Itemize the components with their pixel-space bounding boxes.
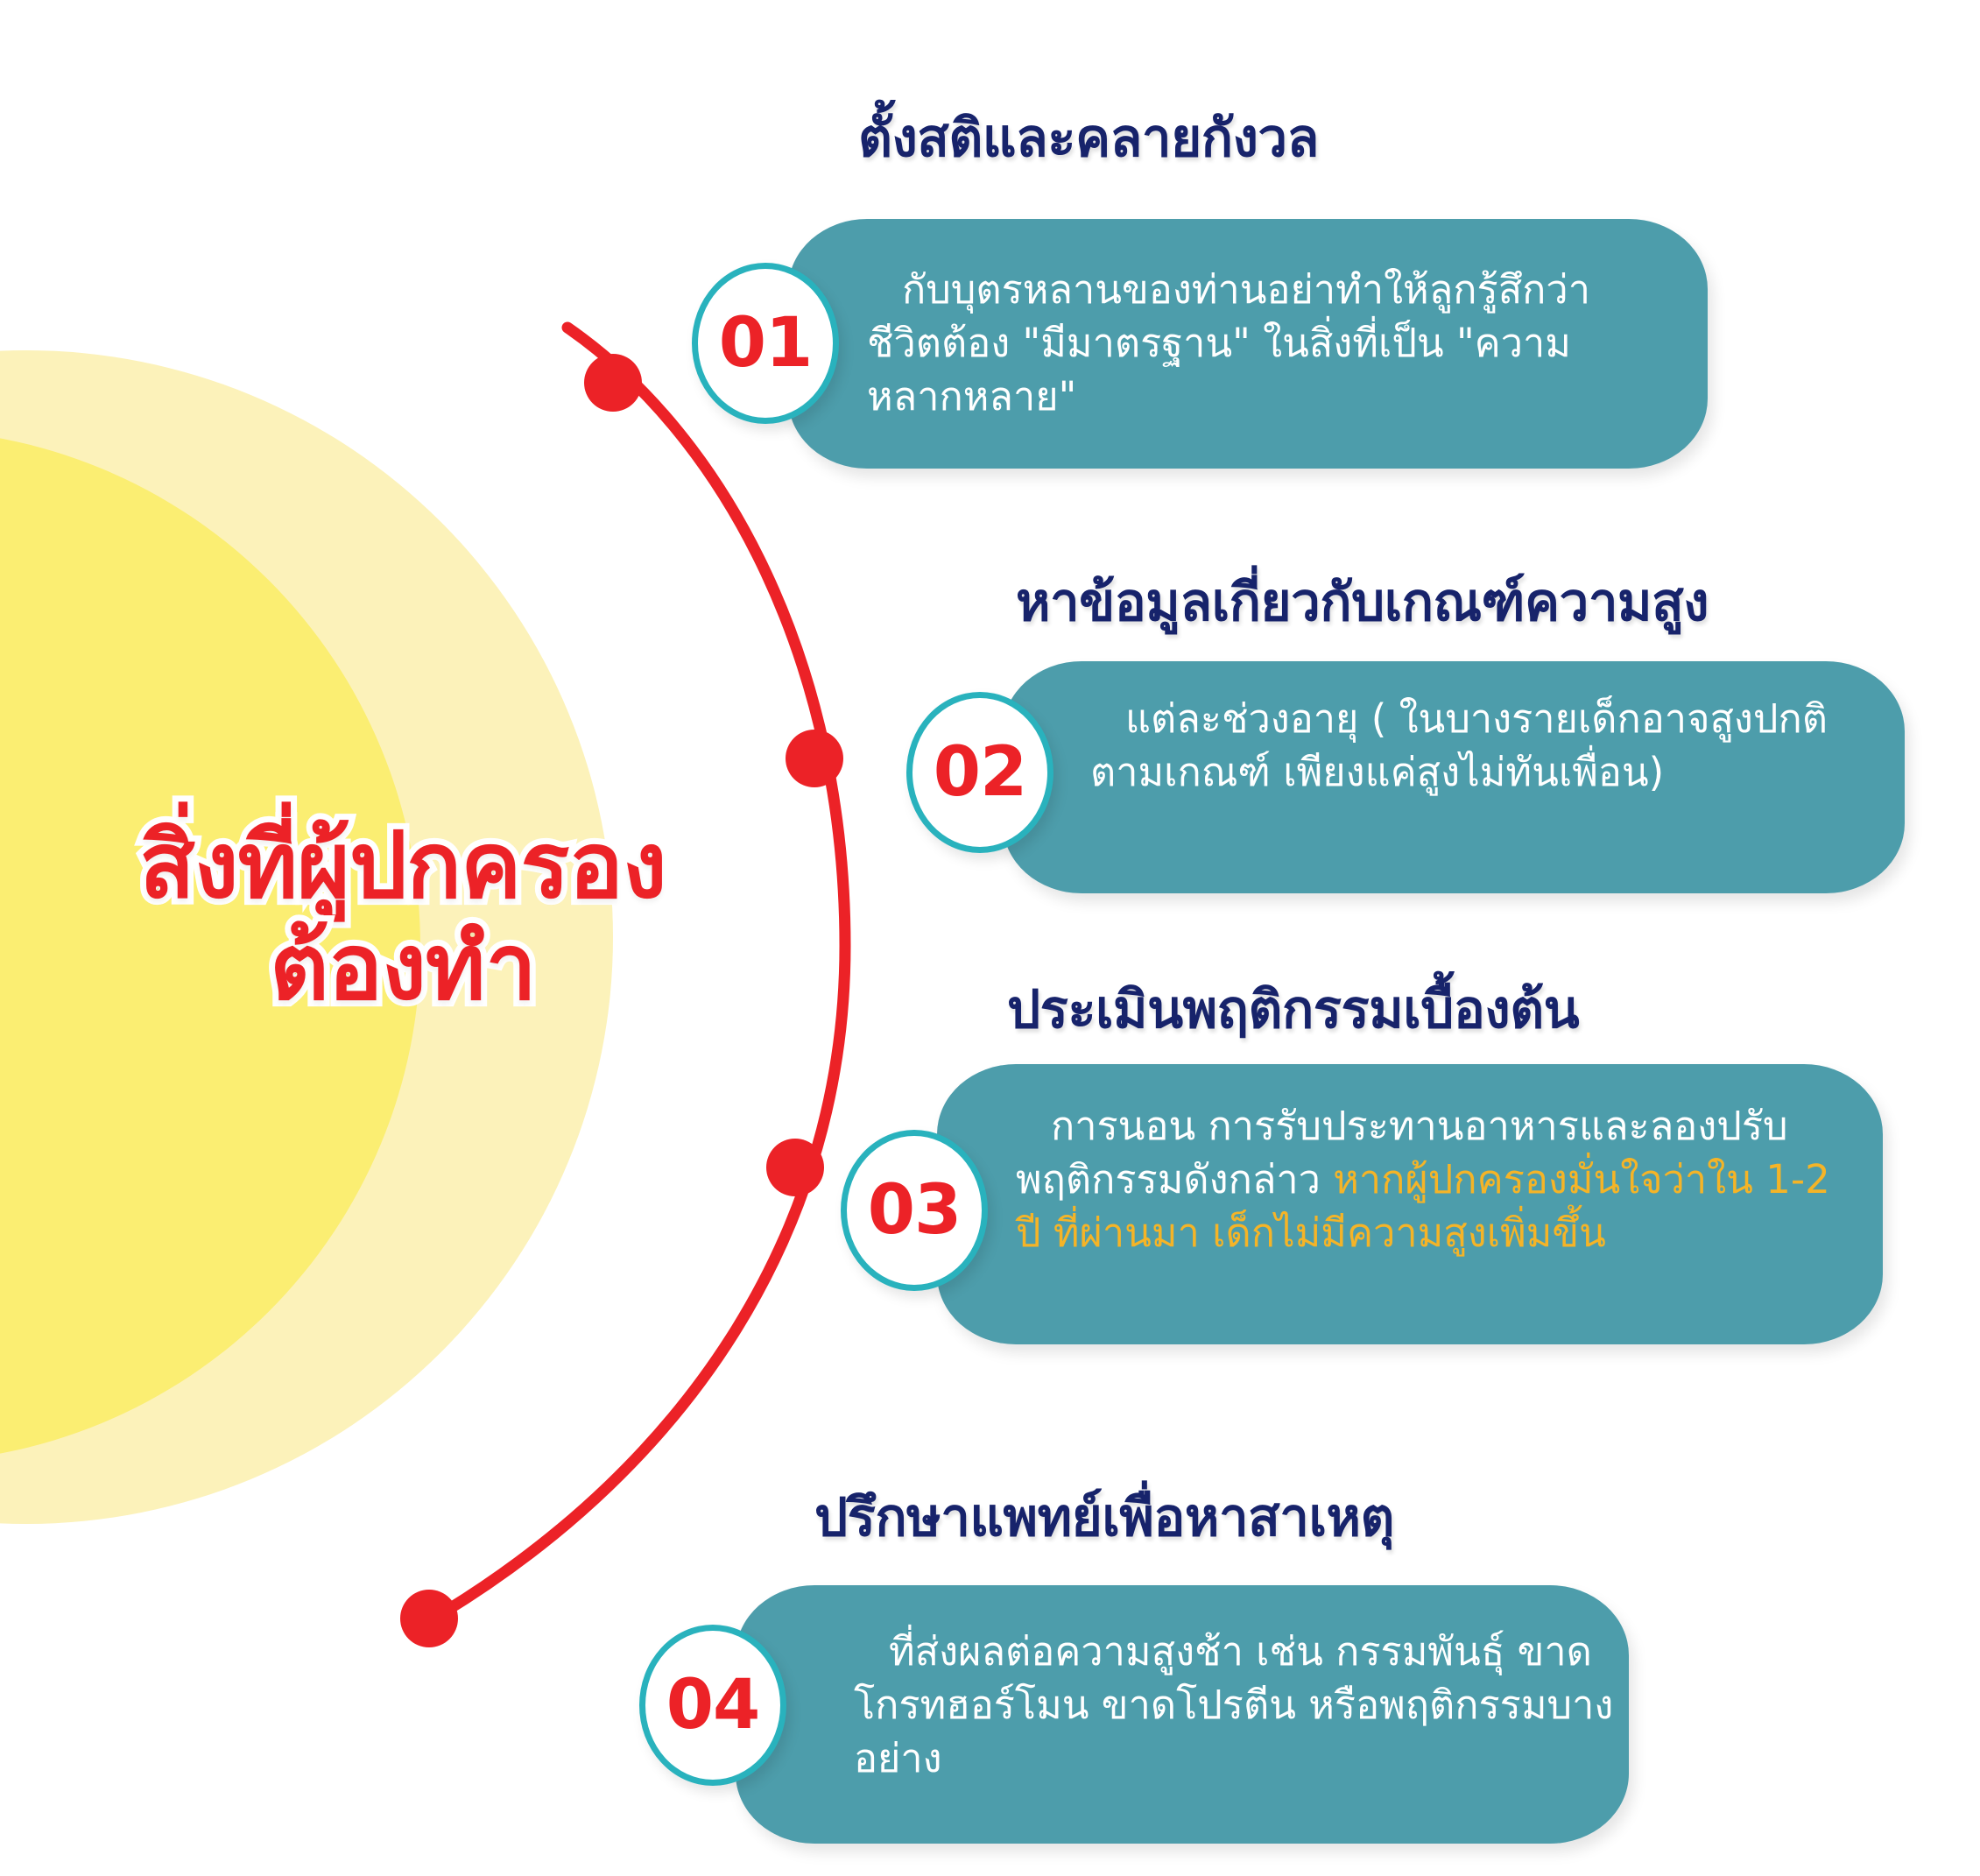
step-number-badge-04: 04 <box>639 1625 786 1786</box>
step-body-04: ที่ส่งผลต่อความสูงช้า เช่น กรรมพันธุ์ ขา… <box>854 1625 1616 1786</box>
dot-3 <box>766 1139 824 1196</box>
page-title: สิ่งที่ผู้ปกครอง ต้องทำ <box>18 808 788 1025</box>
step-card-04 <box>736 1585 1629 1844</box>
step-number-badge-01: 01 <box>692 263 839 424</box>
dot-2 <box>786 730 843 787</box>
step-body-text-04: ที่ส่งผลต่อความสูงช้า เช่น กรรมพันธุ์ ขา… <box>854 1628 1614 1782</box>
step-number-badge-03: 03 <box>841 1130 988 1291</box>
page-title-line-2: ต้องทำ <box>264 910 543 1025</box>
step-body-text-01: กับบุตรหลานของท่านอย่าทำให้ลูกรู้สึกว่าช… <box>867 266 1590 420</box>
step-body-highlight-03: หากผู้ปกครองมั่นใจว่าใน 1-2 ปี ที่ผ่านมา… <box>1016 1156 1830 1257</box>
step-heading-02: หาข้อมูลเกี่ยวกับเกณฑ์ความสูง <box>1011 568 1714 638</box>
step-body-03: การนอน การรับประทานอาหารและลองปรับพฤติกร… <box>1016 1099 1839 1260</box>
step-body-01: กับบุตรหลานของท่านอย่าทำให้ลูกรู้สึกว่าช… <box>867 263 1655 424</box>
step-card-02 <box>1003 661 1905 893</box>
step-card-01 <box>788 219 1708 469</box>
step-body-02: แต่ละช่วงอายุ ( ในบางรายเด็กอาจสูงปกติตา… <box>1090 692 1870 799</box>
step-number-badge-02: 02 <box>906 692 1053 853</box>
step-heading-03: ประเมินพฤติกรรมเบื้องต้น <box>1003 975 1584 1045</box>
page-title-line-1: สิ่งที่ผู้ปกครอง <box>133 808 673 922</box>
step-heading-04: ปรึกษาแพทย์เพื่อหาสาเหตุ <box>810 1483 1399 1553</box>
step-heading-01: ตั้งสติและคลายกังวล <box>854 103 1323 173</box>
dot-4 <box>400 1590 458 1647</box>
step-body-text-03: การนอน การรับประทานอาหารและลองปรับพฤติกร… <box>1016 1103 1788 1203</box>
step-card-03 <box>937 1064 1883 1344</box>
dot-1 <box>584 354 642 412</box>
step-body-text-02: แต่ละช่วงอายุ ( ในบางรายเด็กอาจสูงปกติตา… <box>1090 695 1828 796</box>
